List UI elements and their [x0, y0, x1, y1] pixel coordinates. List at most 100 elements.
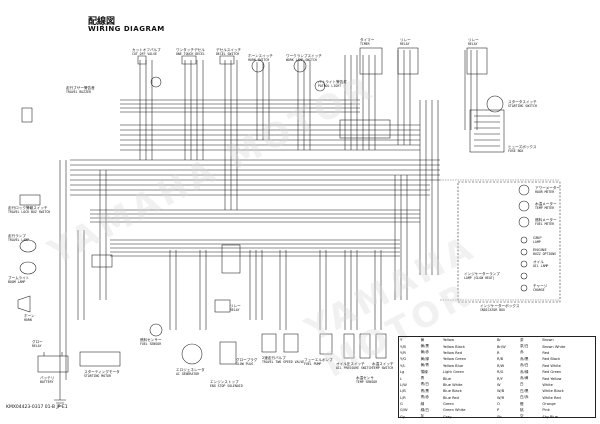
legend-cell: Y	[400, 338, 403, 343]
legend-cell: Gray	[442, 414, 452, 419]
legend-cell: Y/G	[400, 357, 407, 362]
legend-cell: White	[542, 382, 553, 387]
legend-cell: Red	[542, 350, 550, 355]
legend-cell: Lg	[400, 370, 405, 375]
legend-cell: 薄緑	[420, 369, 428, 374]
legend-cell: White Black	[542, 389, 564, 394]
legend-cell: 白/赤	[520, 395, 529, 400]
legend-cell: R	[496, 350, 500, 355]
legend-cell: L	[400, 376, 403, 381]
legend-cell: Y/R	[400, 350, 406, 355]
legend-cell: R/W	[496, 363, 505, 368]
legend-cell: Blue Black	[442, 389, 462, 394]
legend-cell: Pink	[542, 408, 550, 413]
legend-cell: 黄/緑	[420, 356, 429, 361]
legend-cell: Sb	[496, 414, 502, 419]
legend-cell: Br	[496, 338, 501, 343]
legend-cell: 桃	[520, 407, 524, 412]
legend-cell: Red Green	[542, 370, 562, 375]
legend-cell: Red White	[542, 363, 561, 368]
legend-cell: Y/L	[400, 363, 406, 368]
legend-cell: L/B	[400, 389, 406, 394]
legend-cell: Yellow Green	[442, 357, 467, 362]
legend-cell: Gy	[400, 414, 405, 419]
legend-cell: 青/赤	[420, 395, 429, 400]
legend-cell: 赤/黒	[520, 356, 529, 361]
legend-cell: Brown White	[542, 344, 566, 349]
legend-cell: Yellow	[442, 338, 455, 343]
legend-cell: 空	[520, 414, 524, 419]
legend-cell: G/W	[400, 408, 408, 413]
legend-cell: Sky Blue	[542, 414, 558, 419]
legend-cell: 白	[520, 382, 524, 387]
legend-cell: G	[400, 402, 403, 407]
legend-cell: 橙	[520, 401, 524, 406]
legend-cell: L/R	[400, 395, 406, 400]
legend-cell: Red Yellow	[542, 376, 562, 381]
legend-cell: P	[496, 408, 500, 413]
legend-cell: Y/B	[400, 344, 406, 349]
legend-cell: Light Green	[442, 370, 464, 375]
legend-cell: Red Black	[542, 357, 561, 362]
legend-cell: 緑	[420, 401, 425, 406]
legend-cell: 茶	[520, 337, 524, 342]
legend-cell: L/W	[400, 382, 407, 387]
legend-cell: Green White	[442, 408, 466, 413]
legend-cell: 黄/黒	[420, 344, 429, 349]
legend-cell: 赤/黄	[520, 376, 529, 381]
legend-cell: O	[496, 402, 500, 407]
legend-cell: 青/黒	[420, 388, 429, 393]
legend-cell: Brown	[542, 338, 554, 343]
legend-row: Y 黄 Yellow Br 茶 Brown	[399, 337, 595, 343]
legend-cell: R/G	[496, 370, 504, 375]
legend-cell: 赤	[520, 350, 524, 355]
legend-cell: Yellow Blue	[442, 363, 464, 368]
legend-cell: 黄	[420, 337, 425, 342]
legend-cell: 青/白	[420, 382, 429, 387]
legend-cell: 茶/白	[520, 344, 529, 349]
legend-cell: Yellow Red	[442, 350, 463, 355]
legend-cell: Orange	[542, 402, 556, 407]
legend-cell: 赤/白	[520, 363, 529, 368]
legend-cell: Blue	[442, 376, 451, 381]
document-code: KMX04423-0317 01-B JP E1	[6, 405, 68, 410]
legend-cell: Br/W	[496, 344, 506, 349]
